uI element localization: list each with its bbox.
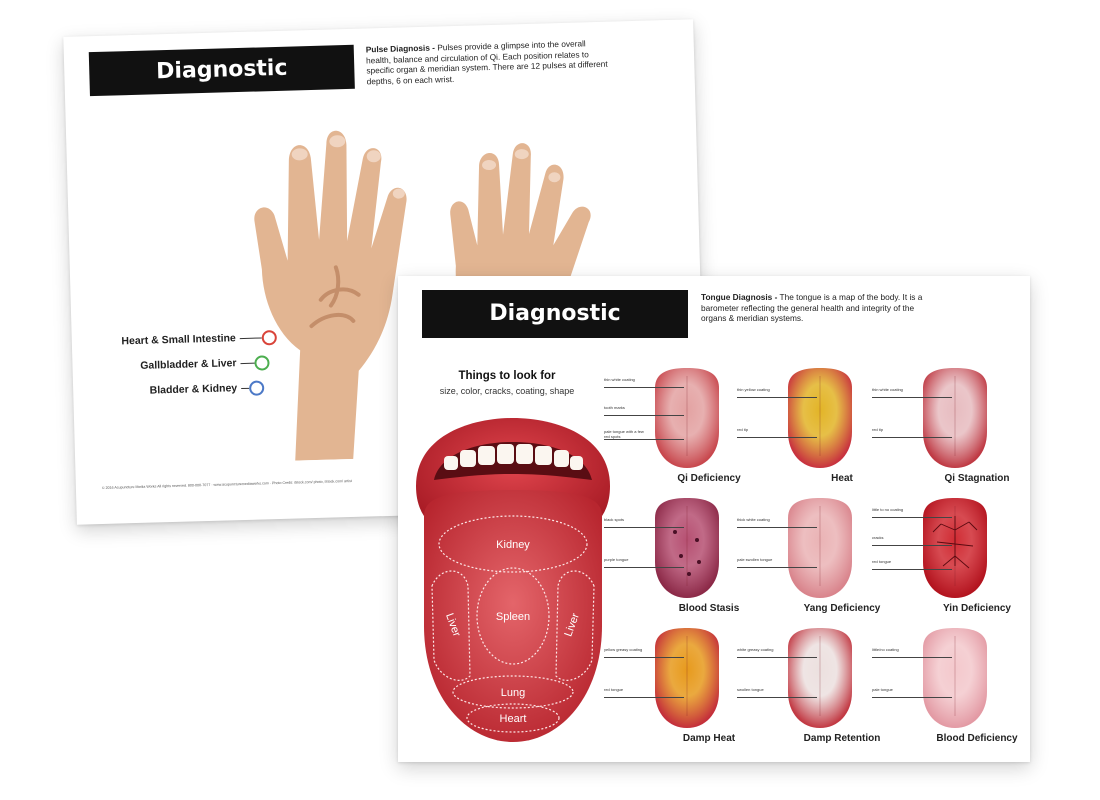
tongue-annotation: purple tongue — [604, 557, 629, 562]
annotation-leader — [604, 657, 684, 658]
tongue-caption: Damp Retention — [803, 733, 881, 744]
tongue-map-illustration: Kidney Liver Spleen Liver Lung Heart — [416, 418, 610, 742]
tongue-cell-qi-stagnation: thin white coating red tip Qi Stagnation — [872, 366, 1030, 494]
tongue-caption: Damp Heat — [682, 733, 736, 744]
tongue-caption: Blood Stasis — [678, 603, 740, 614]
black-spot — [695, 538, 699, 542]
annotation-leader — [737, 567, 817, 568]
tongue-illustration — [788, 628, 852, 728]
tongue-illustration — [655, 628, 719, 728]
tongue-illustration — [655, 368, 719, 468]
tongue-illustration — [923, 498, 987, 598]
tongue-caption: Yang Deficiency — [803, 603, 881, 614]
tongue-illustration — [923, 628, 987, 728]
annotation-leader — [737, 527, 817, 528]
annotation-leader — [737, 697, 817, 698]
tongue-caption: Qi Deficiency — [677, 473, 741, 484]
tongue-annotation: thin white coating — [872, 387, 903, 392]
black-spot — [679, 554, 683, 558]
tongue-diagnosis-sheet: Diagnostic Evaluation Tongue Diagnosis -… — [398, 276, 1030, 762]
tongue-annotation: red tip — [737, 427, 749, 432]
tongue-shape — [655, 628, 719, 728]
tongue-desc-body: The tongue is a map of the body. It is a… — [701, 292, 923, 323]
tongue-annotation: pale tongue — [872, 687, 893, 692]
annotation-leader — [737, 437, 817, 438]
annotation-leader — [872, 697, 952, 698]
annotation-leader — [604, 567, 684, 568]
tongue-annotation: tooth marks — [604, 405, 625, 410]
tongue-shape — [923, 368, 987, 468]
annotation-leader — [604, 387, 684, 388]
tongue-desc-heading: Tongue Diagnosis - — [701, 292, 778, 302]
tongue-annotation: pale tongue with a few red spots — [604, 429, 644, 439]
annotation-leader — [604, 697, 684, 698]
tongue-shape — [655, 498, 719, 598]
annotation-leader — [872, 437, 952, 438]
tongue-cell-qi-deficiency: thin white coating tooth marks pale tongue… — [604, 366, 814, 494]
tongue-caption: Yin Deficiency — [943, 603, 1011, 614]
tongue-shape — [788, 628, 852, 728]
tongue-annotation: yellow greasy coating — [604, 647, 643, 652]
things-to-look-for-title: Things to look for — [458, 370, 556, 382]
tongue-shape — [788, 368, 852, 468]
tongue-shape — [923, 628, 987, 728]
annotation-leader — [737, 657, 817, 658]
pulse-point-list: Heart & Small Intestine Gallbladder & Li… — [63, 19, 693, 397]
tongue-annotation: red tongue — [872, 559, 892, 564]
tongue-annotation: little/no coating — [872, 647, 899, 652]
black-spot — [673, 530, 677, 534]
tongue-cracks — [932, 516, 978, 569]
left-hand — [254, 130, 407, 461]
tongue-illustration — [923, 368, 987, 468]
tongue-shape — [655, 368, 719, 468]
zone-heart: Heart — [500, 713, 527, 725]
things-to-look-for-subtitle: size, color, cracks, coating, shape — [439, 386, 575, 396]
annotation-leader — [604, 415, 684, 416]
tongue-annotation: thick white coating — [737, 517, 770, 522]
tongue-annotation: little to no coating — [872, 507, 904, 512]
zone-lung: Lung — [501, 687, 525, 699]
annotation-leader — [604, 439, 684, 440]
sheet2-title: Diagnostic Evaluation — [422, 290, 688, 374]
black-spot — [687, 572, 691, 576]
zone-kidney: Kidney — [496, 539, 530, 551]
annotation-leader — [872, 397, 952, 398]
pulse-description: Pulse Diagnosis - Pulses provide a glimp… — [366, 38, 612, 87]
tongue-annotation: white greasy coating — [737, 647, 774, 652]
zone-spleen: Spleen — [496, 611, 530, 623]
tongue-annotation: red tip — [872, 427, 884, 432]
tongue-annotation: thin yellow coating — [737, 387, 770, 392]
tongue-caption: Qi Stagnation — [944, 473, 1010, 484]
annotation-leader — [604, 527, 684, 528]
annotation-leader — [872, 517, 952, 518]
tongue-annotation: swollen tongue — [737, 687, 764, 692]
annotation-leader — [872, 545, 952, 546]
tongue-illustration — [655, 498, 719, 598]
tongue-annotation: red tongue — [604, 687, 624, 692]
tongue-caption: Heat — [831, 473, 853, 484]
tongue-annotation: cracks — [872, 535, 884, 540]
copyright-fineprint: © 2016 Acupuncture Media Works All right… — [101, 479, 352, 490]
annotation-leader — [737, 397, 817, 398]
black-spot — [697, 560, 701, 564]
tongue-annotation: black spots — [604, 517, 625, 522]
sheet1-title: Diagnostic Evaluation — [88, 44, 355, 128]
annotation-leader — [872, 569, 952, 570]
tongue-caption: Blood Deficiency — [936, 733, 1018, 744]
tongue-description: Tongue Diagnosis - The tongue is a map o… — [701, 292, 931, 324]
tongue-annotation: pale swollen tongue — [737, 557, 773, 562]
tongue-shape — [788, 498, 852, 598]
annotation-leader — [872, 657, 952, 658]
tongue-illustration — [788, 368, 852, 468]
tongue-illustration — [788, 498, 852, 598]
tongue-annotation: thin white coating — [604, 377, 635, 382]
